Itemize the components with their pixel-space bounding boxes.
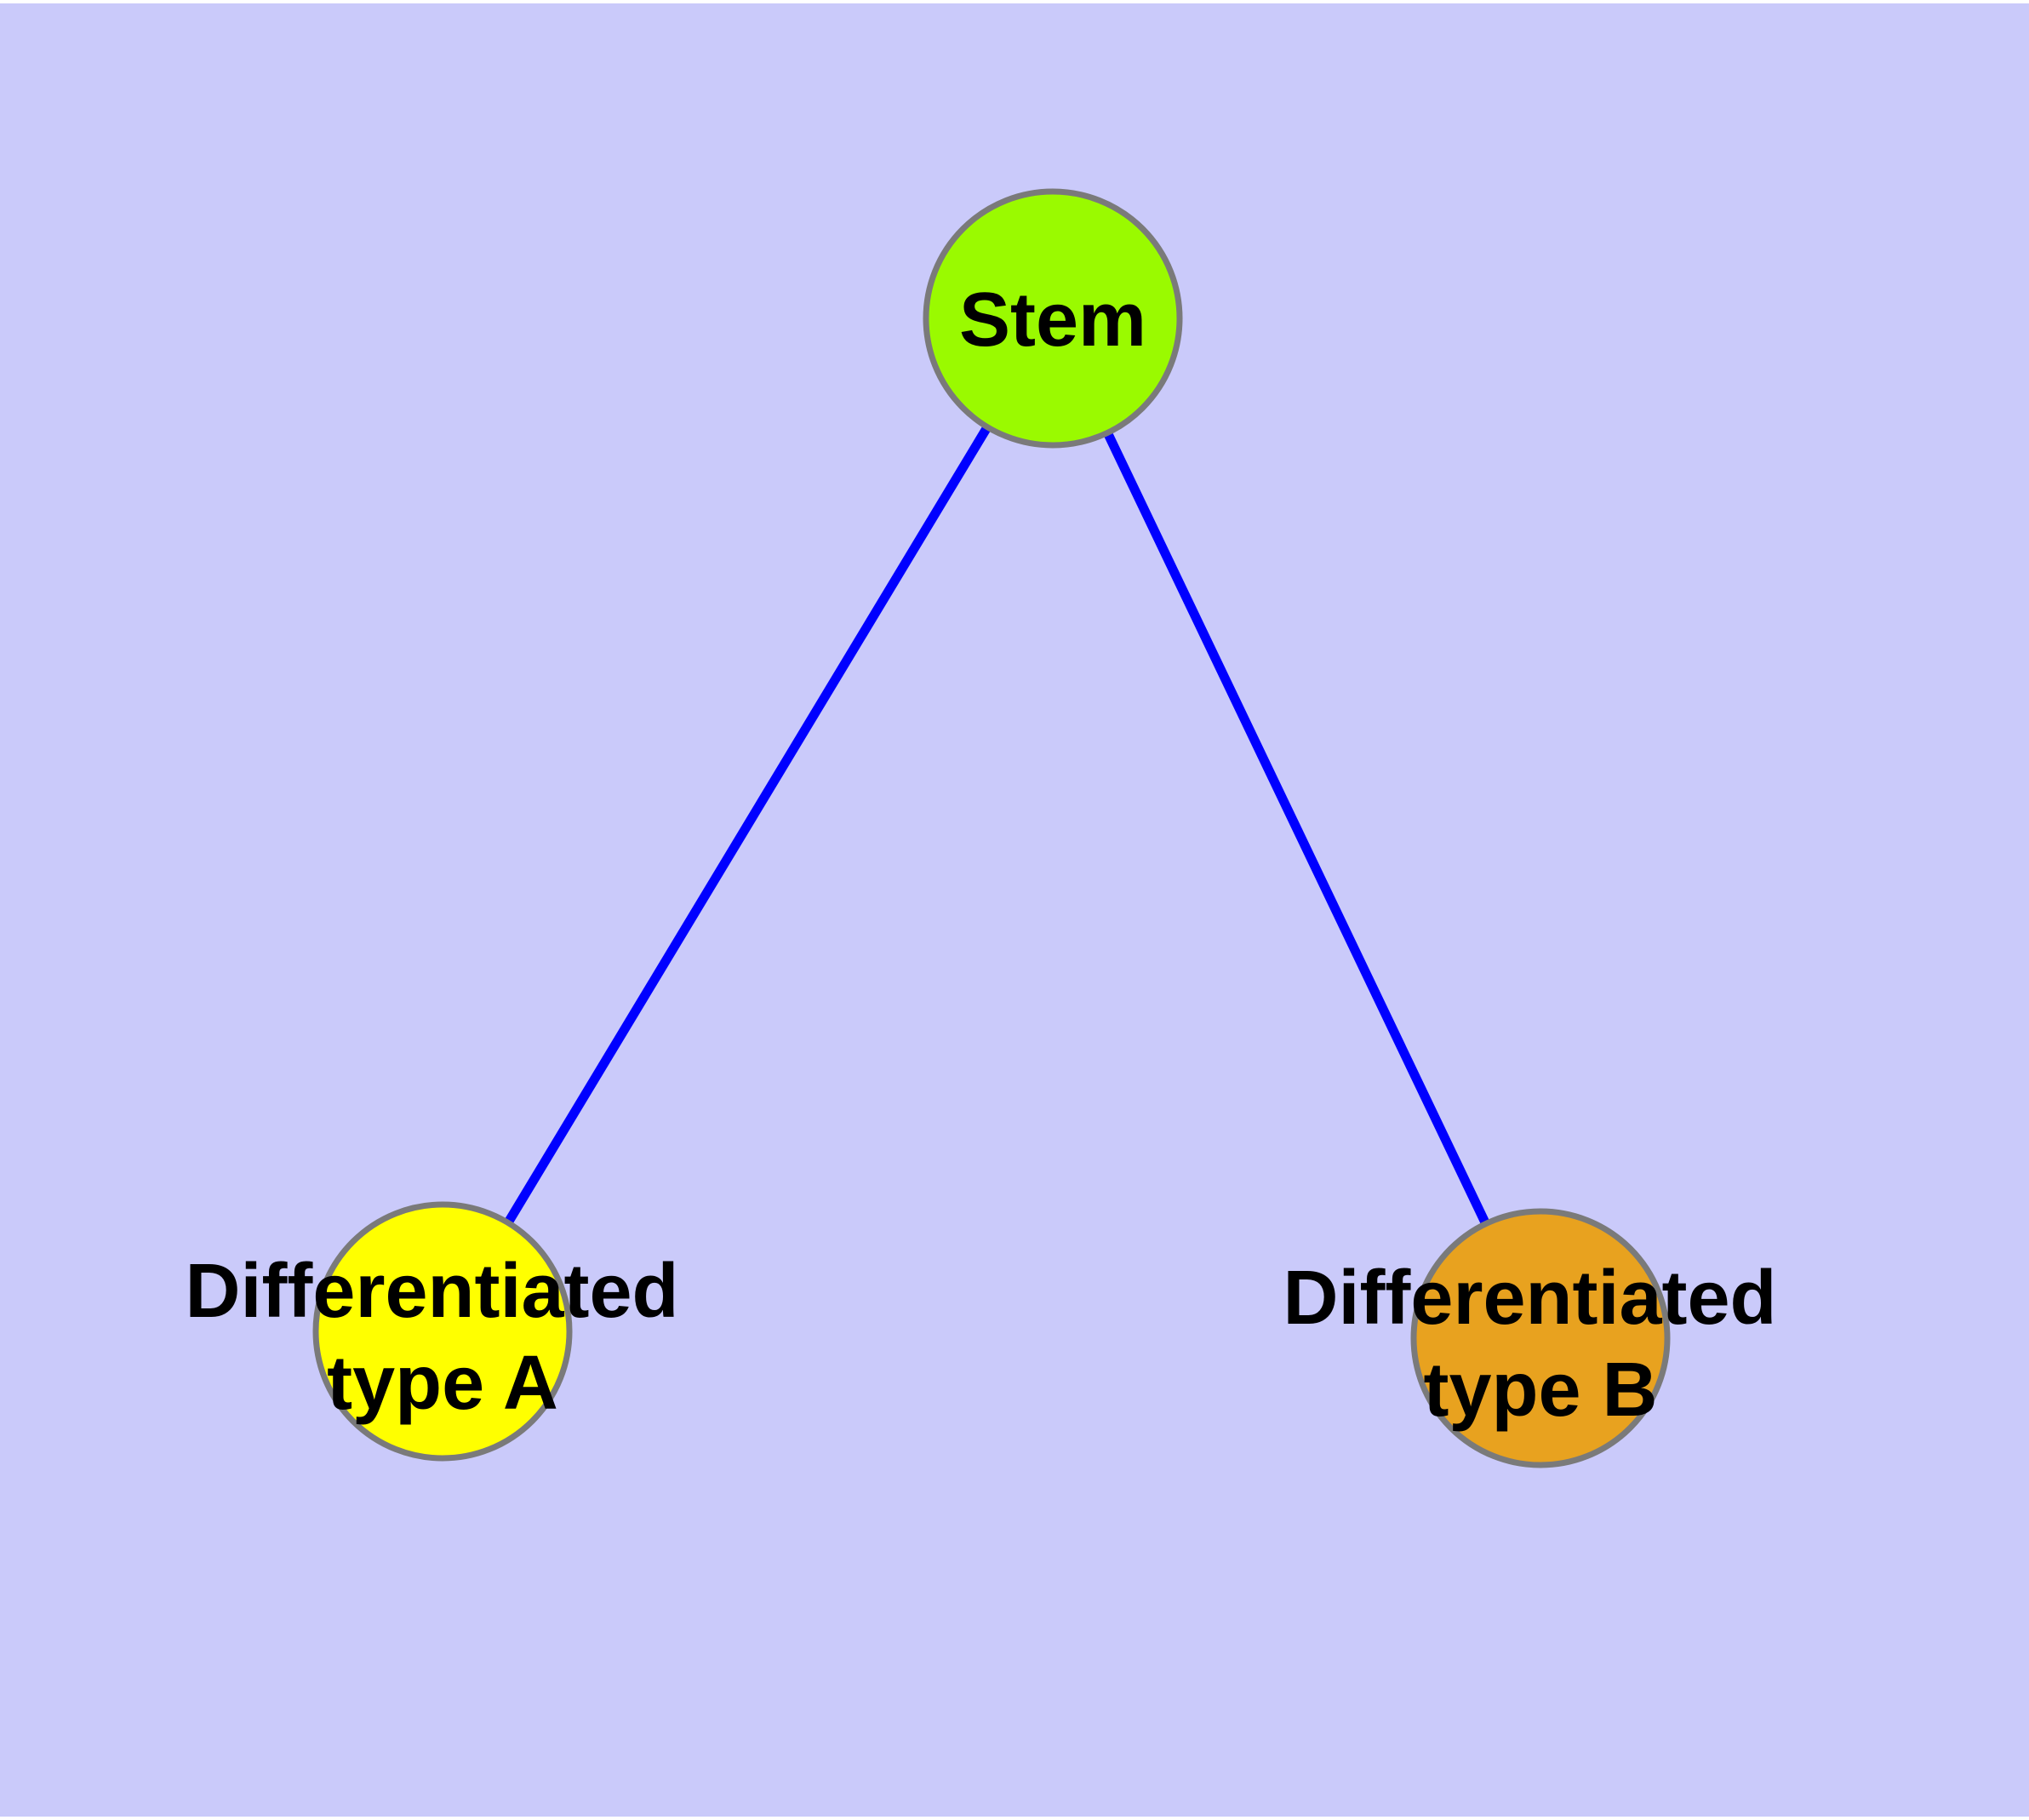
node-type-a-circle xyxy=(312,1201,573,1462)
node-differentiated-type-b: Differentiated type B xyxy=(1283,1208,1798,1468)
node-type-b-label: Differentiated type B xyxy=(1283,1256,1798,1433)
edge-group xyxy=(438,316,1545,1341)
node-type-b-circle xyxy=(1410,1208,1671,1468)
node-type-a-label-line2: type A xyxy=(327,1341,558,1426)
edge-stem-to-type-a xyxy=(438,316,1057,1334)
node-stem-label: Stem xyxy=(959,278,1146,363)
node-type-b-label-line1: Differentiated xyxy=(1283,1256,1776,1341)
node-differentiated-type-a: Differentiated type A xyxy=(185,1201,700,1462)
edge-stem-to-type-b xyxy=(1049,316,1545,1341)
node-type-a-label-line1: Differentiated xyxy=(185,1249,678,1334)
node-type-a-label: Differentiated type A xyxy=(185,1249,700,1426)
node-type-b-label-line2: type B xyxy=(1423,1348,1657,1433)
node-stem: Stem xyxy=(923,188,1183,449)
node-stem-circle xyxy=(923,188,1183,449)
